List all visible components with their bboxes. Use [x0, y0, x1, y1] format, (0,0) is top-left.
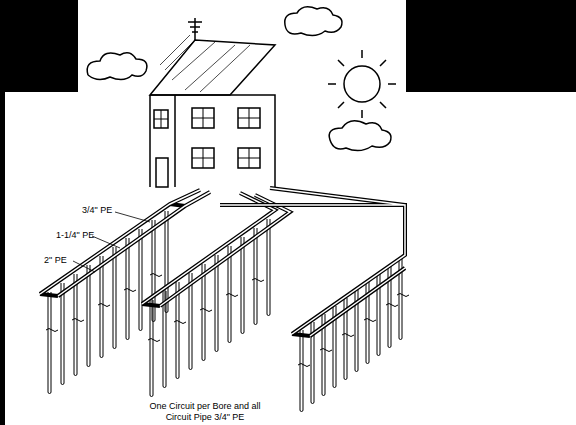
- door: [156, 158, 168, 187]
- house-drawing: [87, 7, 396, 187]
- break-marks: [46, 274, 409, 367]
- cloud: [285, 7, 342, 36]
- bore-loops: [48, 211, 402, 412]
- pipe-size-label: 2" PE: [44, 255, 67, 266]
- pipe-size-label: 1-1/4" PE: [56, 230, 94, 241]
- sun-rays: [328, 50, 396, 118]
- window: [154, 110, 168, 128]
- sun: [344, 66, 380, 102]
- house-walls: [150, 95, 275, 187]
- cloud: [329, 121, 391, 151]
- leader-lines: [73, 212, 150, 272]
- roof: [150, 40, 275, 95]
- diagram-caption: One Circuit per Bore and all Circuit Pip…: [140, 401, 270, 423]
- header-pipes: [40, 188, 405, 336]
- window-bars: [192, 108, 260, 168]
- pipe-size-label: 3/4" PE: [82, 205, 112, 216]
- roof-shingles: [160, 35, 250, 92]
- antenna: [188, 18, 202, 40]
- bore-group: [150, 219, 270, 397]
- cloud: [87, 53, 147, 80]
- house-picture-frame: [78, 0, 406, 188]
- window-bars: [154, 110, 168, 128]
